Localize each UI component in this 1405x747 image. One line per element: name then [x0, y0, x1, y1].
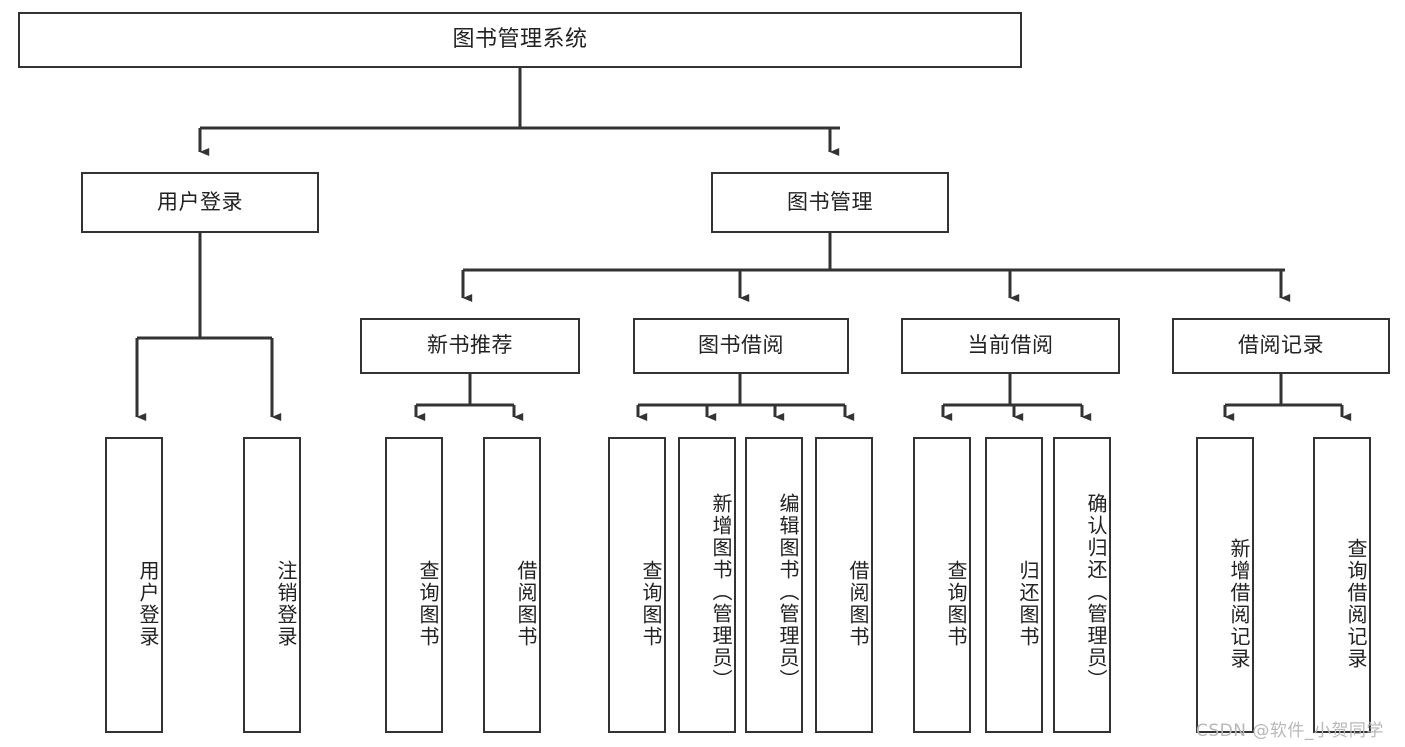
node-root[interactable]: 图书管理系统 [18, 12, 1022, 68]
node-level3-new-book-recommend[interactable]: 新书推荐 [360, 318, 580, 374]
node-level3-current-borrow[interactable]: 当前借阅 [901, 318, 1120, 374]
node-level3-book-borrow[interactable]: 图书借阅 [633, 318, 849, 374]
node-leaf-borrow-book-recommend[interactable]: 借阅图书 [483, 437, 541, 733]
node-leaf-add-borrow-record[interactable]: 新增借阅记录 [1196, 437, 1254, 733]
node-leaf-confirm-return-admin[interactable]: 确认归还（管理员） [1053, 437, 1111, 733]
node-leaf-query-book-borrow[interactable]: 查询图书 [608, 437, 666, 733]
node-leaf-return-book[interactable]: 归还图书 [985, 437, 1043, 733]
node-leaf-edit-book-admin[interactable]: 编辑图书（管理员） [745, 437, 803, 733]
node-leaf-query-borrow-record[interactable]: 查询借阅记录 [1313, 437, 1371, 733]
node-level2-book-management[interactable]: 图书管理 [711, 172, 949, 233]
node-leaf-borrow-book[interactable]: 借阅图书 [815, 437, 873, 733]
node-leaf-add-book-admin[interactable]: 新增图书（管理员） [678, 437, 736, 733]
node-level3-borrow-record[interactable]: 借阅记录 [1172, 318, 1390, 374]
node-leaf-query-book-current[interactable]: 查询图书 [913, 437, 971, 733]
node-leaf-logout-login[interactable]: 注销登录 [243, 437, 301, 733]
node-level2-user-login[interactable]: 用户登录 [81, 172, 319, 233]
csdn-watermark: CSDN @软件_小贺同学 [1196, 721, 1384, 741]
node-leaf-user-login[interactable]: 用户登录 [105, 437, 163, 733]
node-leaf-query-book-recommend[interactable]: 查询图书 [385, 437, 443, 733]
